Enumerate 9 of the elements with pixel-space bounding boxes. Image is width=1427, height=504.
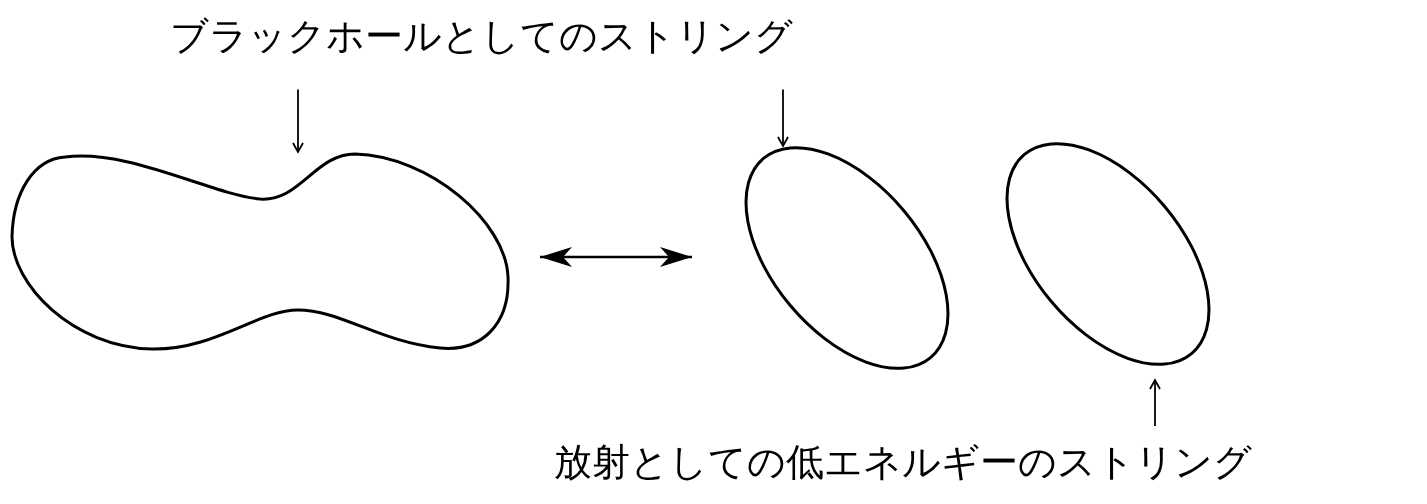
closed-curve — [10, 152, 512, 352]
ellipse-loop — [1003, 142, 1213, 366]
double-arrow — [540, 247, 692, 267]
caption-text: ブラックホールとしてのストリング — [170, 14, 793, 60]
caption-text: 放射としての低エネルギーのストリング — [554, 440, 1252, 486]
ellipse-loop — [742, 146, 952, 370]
arrow — [777, 88, 789, 147]
arrow — [1149, 379, 1161, 427]
arrow — [292, 88, 304, 153]
